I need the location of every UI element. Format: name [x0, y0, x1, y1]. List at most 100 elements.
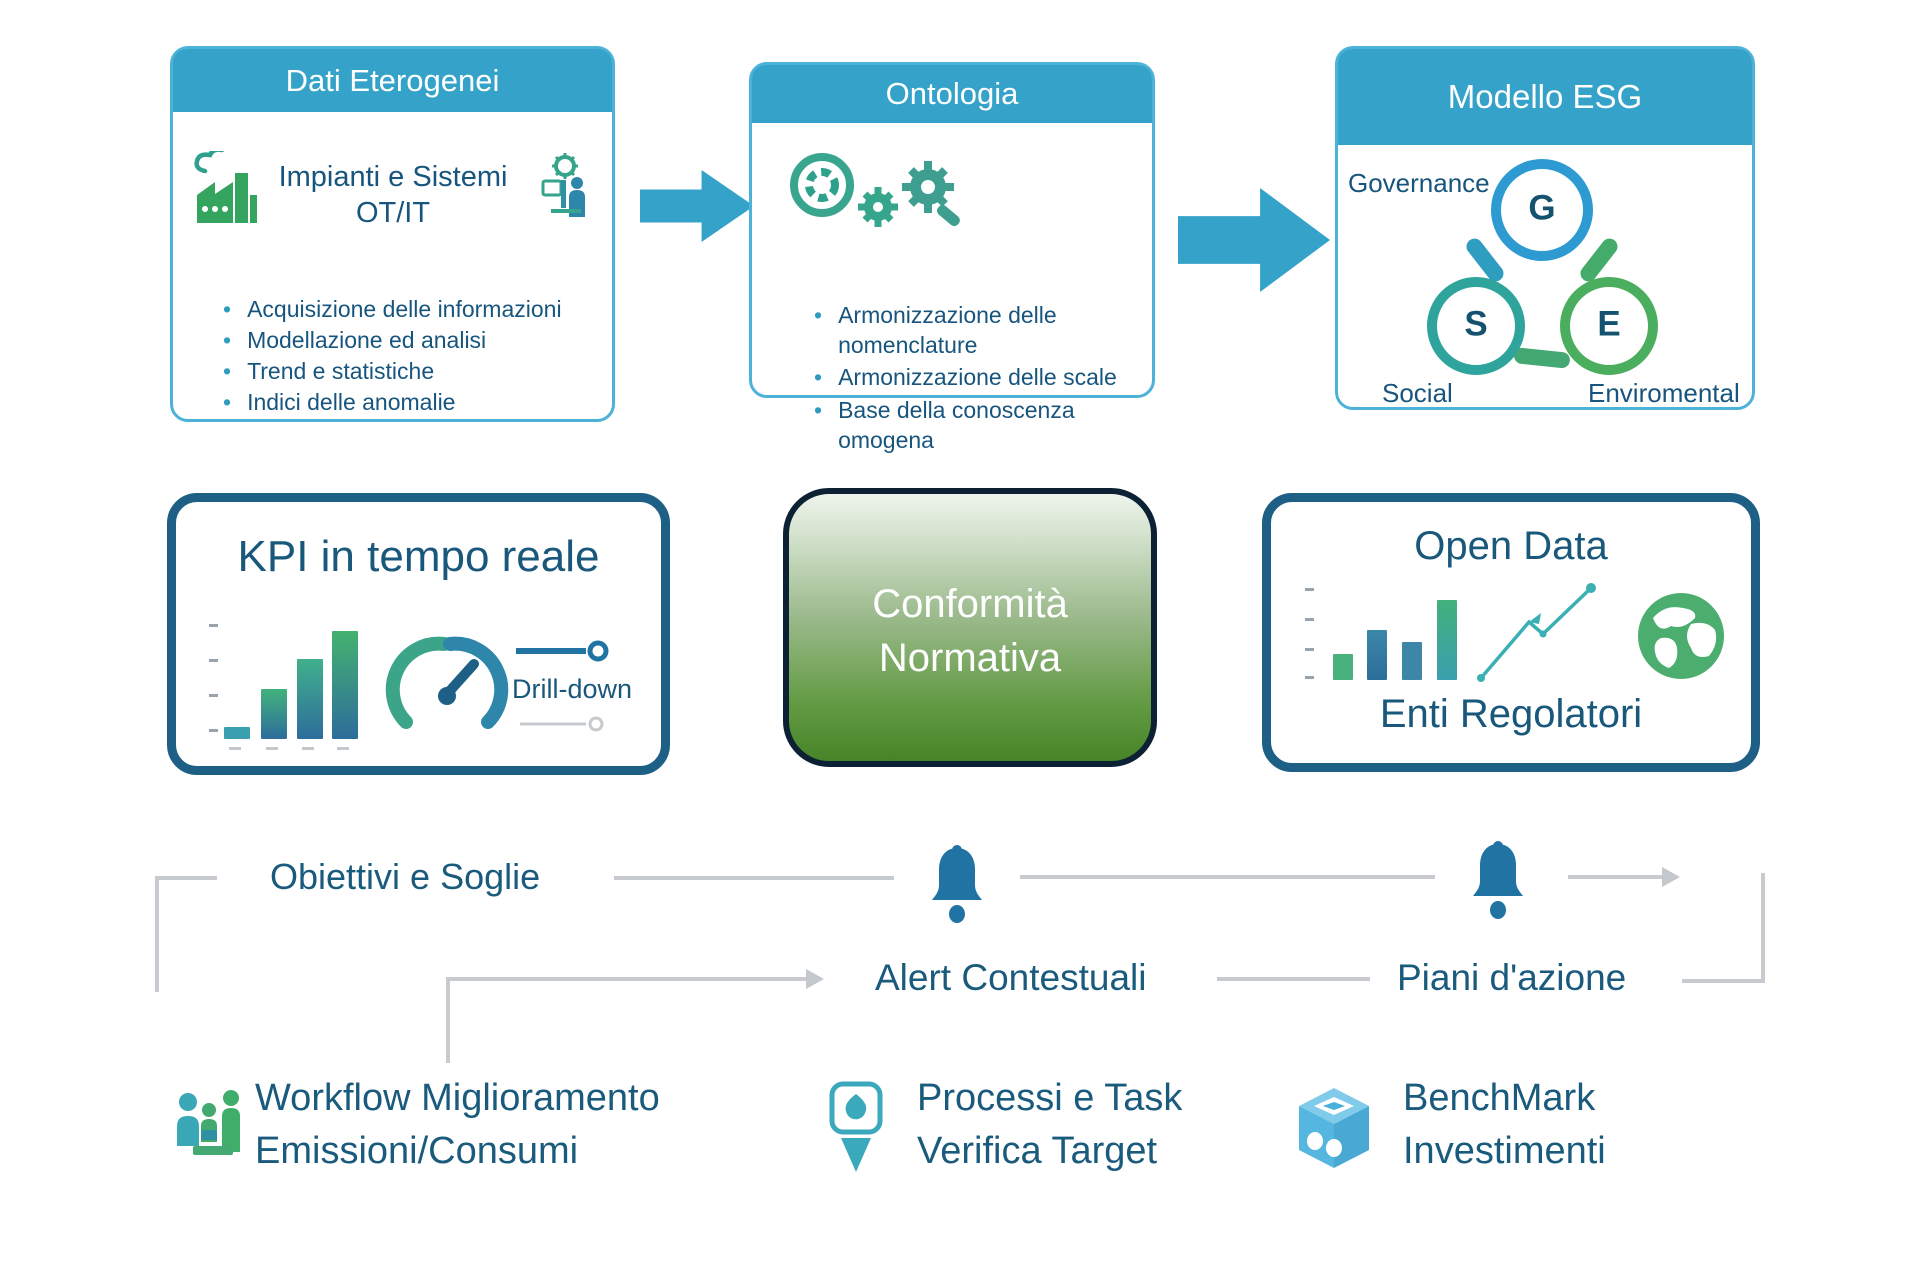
esg-label-environmental: Enviromental — [1588, 378, 1740, 408]
bullet-text: Acquisizione delle informazioni — [247, 296, 562, 322]
impianti-title-line2: OT/IT — [355, 197, 431, 229]
flow-line — [1761, 873, 1765, 983]
flow-arrowhead-icon — [806, 969, 824, 989]
impianti-title: Impianti e Sistemi OT/IT — [268, 159, 518, 231]
card-title: Dati Eterogenei — [285, 62, 500, 98]
flow-arrow-right-icon — [640, 170, 754, 242]
bullet-text: Indici delle anomalie — [247, 389, 456, 415]
card-header-ontologia: Ontologia — [752, 65, 1152, 123]
card-header-dati-eterogenei: Dati Eterogenei — [173, 49, 612, 112]
trend-line-icon — [1477, 583, 1596, 682]
axis-tick — [209, 694, 218, 697]
card-title: Modello ESG — [1447, 78, 1643, 115]
bell-icon — [932, 845, 982, 923]
benchmark-line1: BenchMark — [1403, 1077, 1596, 1119]
open-data-title: Open Data — [1414, 524, 1608, 568]
bullet-item: •Indici delle anomalie — [223, 387, 603, 418]
kpi-bar — [261, 689, 287, 739]
axis-label-dash — [302, 747, 314, 750]
flow-line — [155, 876, 217, 880]
objectives-label: Obiettivi e Soglie — [270, 856, 541, 897]
factory-icon — [194, 151, 257, 223]
globe-icon — [1638, 593, 1724, 679]
axis-tick — [209, 729, 218, 732]
kpi-title: KPI in tempo reale — [237, 532, 600, 581]
plans-label: Piani d'azione — [1397, 957, 1627, 998]
impianti-row: Impianti e Sistemi OT/IT — [173, 135, 612, 229]
bullet-dot: • — [223, 327, 232, 353]
workflow-label: Workflow Miglioramento Emissioni/Consumi — [255, 1072, 660, 1178]
flow-line — [446, 977, 450, 1063]
processi-line2: Verifica Target — [917, 1130, 1158, 1172]
card-header-modello-esg: Modello ESG — [1338, 49, 1752, 145]
bullet-list-ontologia: • Armonizzazione delle nomenclature • Armo… — [814, 300, 1144, 457]
bullet-item: • Armonizzazione delle nomenclature — [814, 300, 1144, 360]
workflow-line1: Workflow Miglioramento — [255, 1077, 660, 1119]
gear-person-icon — [541, 153, 585, 217]
open-data-bar — [1437, 600, 1457, 680]
axis-label-dash — [229, 747, 241, 750]
bullet-dot: • — [223, 296, 232, 322]
open-data-card: Open Data Enti Regolatori — [1262, 493, 1760, 772]
bullet-dot: • — [814, 364, 823, 390]
axis-label-dash — [266, 747, 278, 750]
processi-line1: Processi e Task — [917, 1077, 1183, 1119]
bullet-text: Armonizzazione delle nomenclature — [838, 302, 1057, 358]
alerts-label: Alert Contestuali — [875, 957, 1147, 998]
bullet-text: Base della conoscenza omogena — [838, 397, 1075, 453]
card-dati-eterogenei: Dati Eterogenei Impianti e Sistemi OT/IT — [170, 46, 615, 422]
esg-letter-e: E — [1597, 304, 1621, 344]
axis-tick — [1305, 588, 1314, 591]
bullet-dot: • — [223, 358, 232, 384]
axis-tick — [1305, 648, 1314, 651]
open-data-bar — [1402, 642, 1422, 680]
flow-line — [1682, 979, 1765, 983]
axis-tick — [209, 624, 218, 627]
kpi-bar — [332, 631, 358, 739]
bullet-dot: • — [814, 302, 823, 328]
card-modello-esg: Modello ESG — [1335, 46, 1755, 410]
flow-line — [1217, 977, 1370, 981]
card-title: Ontologia — [885, 76, 1019, 111]
open-data-bar — [1333, 654, 1353, 680]
bullet-text: Armonizzazione delle scale — [838, 364, 1117, 390]
kpi-bar — [224, 727, 250, 739]
esg-ring-governance: G — [1491, 159, 1593, 261]
axis-tick — [1305, 618, 1314, 621]
flow-line — [448, 977, 808, 981]
open-data-subtitle: Enti Regolatori — [1379, 692, 1643, 736]
gears-icon — [790, 153, 960, 227]
flow-line — [1020, 875, 1435, 879]
workflow-people-icon — [177, 1090, 240, 1155]
esg-letter-g: G — [1528, 188, 1556, 228]
flow-arrow-right-icon — [1178, 188, 1330, 292]
task-pin-icon — [829, 1081, 883, 1172]
axis-tick — [1305, 676, 1314, 679]
flow-line — [1568, 875, 1662, 879]
axis-tick — [209, 659, 218, 662]
workflow-line2: Emissioni/Consumi — [255, 1130, 579, 1172]
esg-ring-social: S — [1427, 277, 1525, 375]
slider-icon-secondary — [520, 716, 604, 732]
bullet-item: • Trend e statistiche — [223, 356, 603, 387]
bullet-item: • Base della conoscenza omogena — [814, 395, 1144, 455]
esg-label-social: Social — [1382, 378, 1453, 408]
esg-ring-environmental: E — [1560, 277, 1658, 375]
gauge-icon — [385, 636, 509, 729]
card-ontologia: Ontologia — [749, 62, 1155, 453]
bullet-dot: • — [814, 397, 823, 423]
kpi-bar — [297, 659, 323, 739]
impianti-title-line1: Impianti e Sistemi — [278, 161, 508, 193]
flow-arrowhead-icon — [1662, 867, 1680, 887]
compliance-line2: Normativa — [878, 635, 1062, 680]
benchmark-line2: Investimenti — [1403, 1130, 1606, 1172]
esg-letter-s: S — [1464, 304, 1488, 344]
bullet-item: • Acquisizione delle informazioni — [223, 294, 603, 325]
benchmark-label: BenchMark Investimenti — [1403, 1072, 1606, 1178]
bullet-text: Modellazione ed analisi — [247, 327, 487, 353]
flow-line — [155, 876, 159, 992]
bullet-text: Trend e statistiche — [247, 358, 435, 384]
open-data-bar — [1367, 630, 1387, 680]
drill-down-label: Drill-down — [512, 674, 633, 704]
